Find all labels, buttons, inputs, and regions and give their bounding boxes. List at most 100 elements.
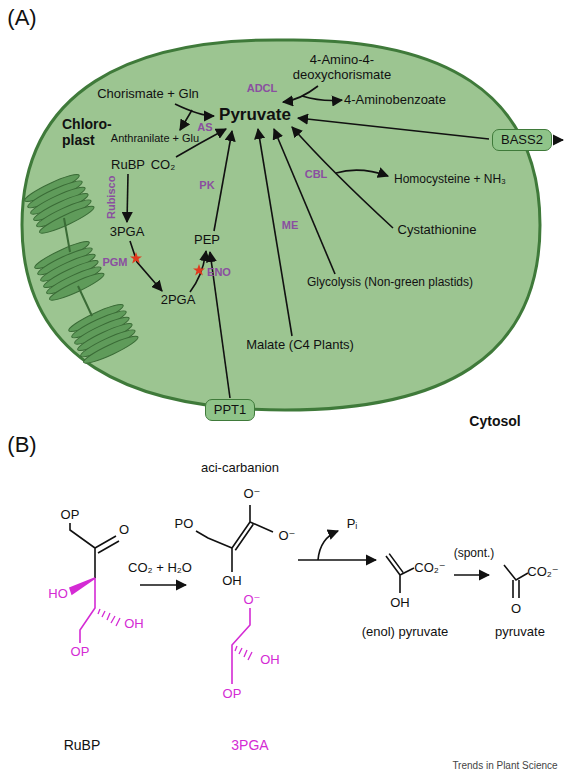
3pga-structure-part [232, 608, 250, 684]
compound-name: aci-carbanion [201, 461, 279, 476]
central-metabolite: Pyruvate [219, 105, 291, 125]
reaction-arrows-part [554, 139, 563, 141]
reaction-arrows-b-part [140, 584, 186, 586]
enzyme-label: CBL [305, 168, 328, 181]
reaction-arrows-part [127, 174, 128, 222]
compound-name: RuBP [64, 737, 101, 753]
transporter-box: PPT1 [205, 399, 256, 422]
metabolite-label: Malate (C4 Plants) [246, 338, 354, 353]
compound-name: (enol) pyruvate [362, 625, 449, 640]
pyruvate-structure-part [504, 565, 528, 580]
rubp-structure-part [70, 523, 95, 578]
rubp-3pga-part-part [98, 609, 120, 626]
rubp-3pga-part [70, 578, 120, 643]
rubp-3pga-part-part [70, 578, 95, 594]
metabolite-label: 4-Aminobenzoate [344, 93, 446, 108]
node-text: BASS2 [501, 133, 543, 148]
compound-name: pyruvate [495, 625, 545, 640]
blocked-step-star-part [193, 264, 205, 276]
pyruvate-structure-part [513, 580, 519, 598]
thylakoid-stacks-part [23, 171, 96, 237]
aci-carbanion-structure-part [232, 522, 253, 550]
atom-label: CO₂⁻ [414, 561, 445, 576]
atom-label: O⁻ [279, 529, 296, 544]
reaction-arrows-part [292, 127, 393, 228]
thylakoid-stacks-part [64, 218, 92, 316]
reaction-arrows-b-part [454, 574, 489, 576]
metabolite-label: Anthranilate + Glu [111, 132, 199, 145]
journal-credit: Trends in Plant Science [452, 760, 557, 772]
thylakoid-stacks-part [67, 301, 140, 367]
reaction-arrows-part [190, 251, 206, 292]
reaction-arrows-part [336, 170, 388, 176]
aci-carbanion-structure-part [250, 505, 273, 532]
metabolite-label: RuBP [111, 158, 145, 173]
transporter-box: BASS2 [492, 129, 552, 152]
reaction-arrows-part [214, 131, 232, 231]
atom-label: OH [260, 653, 280, 668]
reaction-arrows-part [130, 241, 162, 291]
metabolite-label: 4-Amino-4- deoxychorismate [285, 53, 400, 83]
atom-label: O [511, 602, 521, 617]
node-text: PPT1 [214, 403, 247, 418]
enzyme-label: PGM [102, 256, 127, 269]
compartment-label: Cytosol [469, 413, 520, 429]
enzyme-label: PK [199, 179, 214, 192]
enol-pyruvate-structure-part [400, 568, 414, 593]
atom-label: PO [175, 517, 194, 532]
reagent-label: CO₂ + H₂O [128, 561, 192, 576]
reaction-arrows-b-part [318, 531, 338, 560]
reaction-arrows-part [298, 118, 489, 139]
enzyme-label: ME [282, 219, 299, 232]
enzyme-label: ENO [207, 266, 231, 279]
thylakoid-stacks [23, 171, 140, 367]
reaction-arrows-part [274, 129, 335, 274]
metabolite-label: 2PGA [161, 293, 196, 308]
atom-label: OH [390, 596, 410, 611]
atom-label: OP [61, 508, 80, 523]
enzyme-label: AS [197, 121, 212, 134]
reaction-arrows-part [302, 96, 342, 101]
atom-label: OP [223, 687, 242, 702]
atom-label: OH [222, 574, 242, 589]
reaction-arrows-b-part [298, 559, 376, 561]
rubp-structure [70, 523, 119, 578]
atom-label: HO [48, 587, 68, 602]
enol-pyruvate-structure [386, 554, 414, 593]
blocked-step-star [130, 252, 205, 276]
3pga-structure-part [235, 646, 252, 660]
metabolite-label: PEP [194, 233, 220, 248]
metabolite-label: Homocysteine + NH₃ [394, 173, 506, 187]
chloroplast-membrane [22, 40, 540, 410]
enzyme-label: Rubisco [106, 175, 119, 218]
aci-carbanion-structure-part [196, 531, 232, 548]
atom-label: OH [124, 617, 144, 632]
pyruvate-structure [504, 565, 528, 598]
atom-label: OP [71, 645, 90, 660]
blocked-step-star-part [130, 252, 142, 264]
atom-label: O⁻ [244, 487, 261, 502]
atom-label: O [119, 523, 129, 538]
aci-carbanion-structure [196, 505, 273, 572]
pathway-label: Glycolysis (Non-green plastids) [307, 276, 473, 290]
rubp-structure-part [95, 536, 119, 553]
reaction-arrows-b [140, 531, 489, 585]
panel-label: (A) [7, 5, 36, 30]
3pga-structure [232, 608, 252, 684]
metabolite-label: CO₂ [151, 158, 176, 173]
reaction-note: (spont.) [454, 547, 495, 561]
atom-label: CO₂⁻ [527, 565, 558, 580]
reaction-arrows-part [175, 104, 214, 116]
reaction-arrows-part [283, 86, 318, 102]
enzyme-label: ADCL [247, 82, 278, 95]
reaction-arrows-part [180, 110, 192, 130]
metabolite-label: 3PGA [110, 225, 145, 240]
reagent-label: Pᵢ [347, 517, 358, 532]
enol-pyruvate-structure-part [386, 554, 403, 575]
metabolite-label: Cystathionine [398, 223, 477, 238]
panel-label: (B) [7, 432, 36, 457]
aci-carbanion-structure-part [231, 548, 233, 572]
metabolite-label: Chorismate + Gln [97, 87, 199, 102]
atom-label: O⁻ [244, 593, 261, 608]
